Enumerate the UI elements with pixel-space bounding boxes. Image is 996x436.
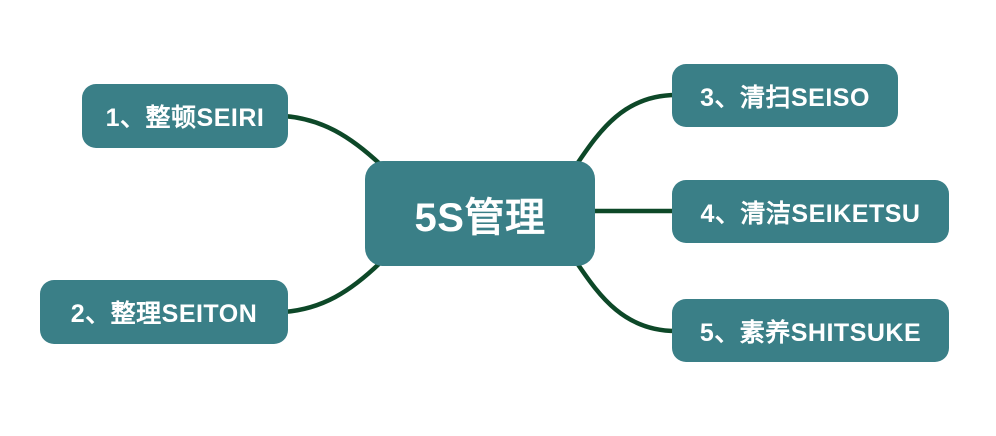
branch-node-label: 5、素养SHITSUKE xyxy=(699,318,922,347)
branch-node-label: 2、整理SEITON xyxy=(70,300,258,328)
branch-node-seiton[interactable]: 2、整理SEITON xyxy=(40,280,288,344)
branch-node-shitsuke[interactable]: 5、素养SHITSUKE xyxy=(672,299,949,362)
central-node-5s-management[interactable]: 5S管理 xyxy=(365,161,595,266)
branch-node-seiri[interactable]: 1、整顿SEIRI xyxy=(82,84,288,148)
central-node-label: 5S管理 xyxy=(414,195,546,240)
branch-node-label: 4、清洁SEIKETSU xyxy=(700,199,921,228)
connector-branch-1 xyxy=(281,113,384,168)
connector-branch-2 xyxy=(281,259,384,315)
branch-node-label: 3、清扫SEISO xyxy=(700,83,870,112)
branch-node-seiso[interactable]: 3、清扫SEISO xyxy=(672,64,898,127)
branch-node-seiketsu[interactable]: 4、清洁SEIKETSU xyxy=(672,180,949,243)
connector-branch-3 xyxy=(574,92,679,167)
connector-branch-5 xyxy=(574,260,679,334)
branch-node-label: 1、整顿SEIRI xyxy=(105,104,265,132)
